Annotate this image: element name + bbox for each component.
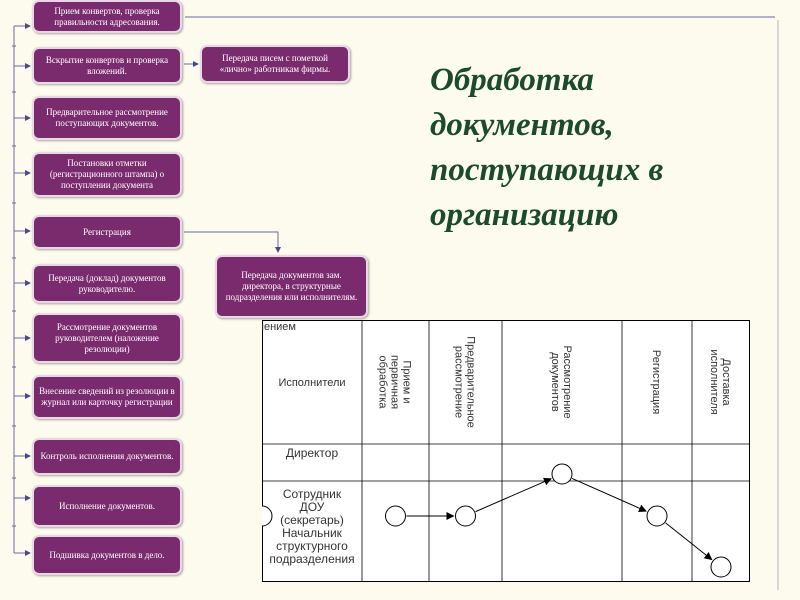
matrix-col-header-text: Рассмотрениедокументов (549, 345, 573, 418)
matrix-mark-circle (385, 505, 406, 527)
matrix-col-header: Прием ипервичнаяобработка (377, 355, 413, 409)
step-registration-stamp: Постановки отметки (регистрационного шта… (32, 152, 182, 197)
step-report-to-manager: Передача (доклад) документов руководител… (32, 264, 182, 303)
matrix-flow-arrow (571, 477, 647, 512)
matrix-col-header-text: Прием ипервичнаяобработка (377, 355, 413, 409)
page-title: Обработка документов, поступающих в орга… (430, 58, 770, 238)
matrix-flow-arrow (665, 522, 713, 561)
matrix-mark-circle (551, 463, 573, 485)
step-registration: Регистрация (32, 215, 182, 249)
responsibility-matrix: Исполнители Прием ипервичнаяобработка Пред… (262, 320, 750, 582)
step-manager-review: Рассмотрение документов руководителем (н… (32, 313, 182, 363)
title-line: поступающих в (430, 152, 664, 188)
matrix-col-header: Рассмотрениедокументов (549, 345, 573, 418)
step-personal-letters: Передача писем с пометкой «лично» работн… (200, 45, 350, 83)
title-line: Обработка (430, 62, 594, 98)
step-preliminary-review: Предварительное рассмотрение поступающих… (32, 96, 182, 140)
matrix-mark-circle (262, 505, 273, 527)
matrix-flow-arrow (475, 477, 552, 513)
matrix-col-header: Контроль заисполнением (262, 320, 296, 333)
step-receive-envelopes: Прием конвертов, проверка правильности а… (32, 0, 182, 33)
matrix-col-header-text: Регистрация (650, 350, 662, 414)
matrix-mark-circle (710, 556, 732, 578)
step-transfer-documents: Передача документов зам. директора, в ст… (215, 255, 368, 318)
matrix-col-header-text: Предварительноерассмотрение (453, 336, 477, 428)
matrix-header-performers: Исполнители (278, 377, 345, 389)
matrix-row-director: Директор (286, 446, 339, 460)
title-line: организацию (430, 197, 619, 233)
matrix-mark-circle (455, 505, 476, 527)
step-enter-resolution: Внесение сведений из резолюции в журнал … (32, 375, 182, 419)
matrix-frame (262, 320, 750, 582)
step-execution: Исполнение документов. (32, 485, 182, 527)
matrix-mark-circle (646, 505, 668, 527)
title-line: документов, (430, 107, 614, 143)
step-filing: Подшивка документов в дело. (32, 535, 182, 575)
matrix-col-header-text: Контроль заисполнением (262, 320, 296, 333)
matrix-col-header: Доставкаисполнителя (708, 349, 732, 414)
step-execution-control: Контроль исполнения документов. (32, 438, 182, 475)
matrix-col-header: Предварительноерассмотрение (453, 336, 477, 428)
step-open-envelopes: Вскрытие конвертов и проверка вложений. (32, 47, 182, 84)
matrix-col-header: Регистрация (650, 350, 662, 414)
matrix-col-header-text: Доставкаисполнителя (708, 349, 732, 414)
